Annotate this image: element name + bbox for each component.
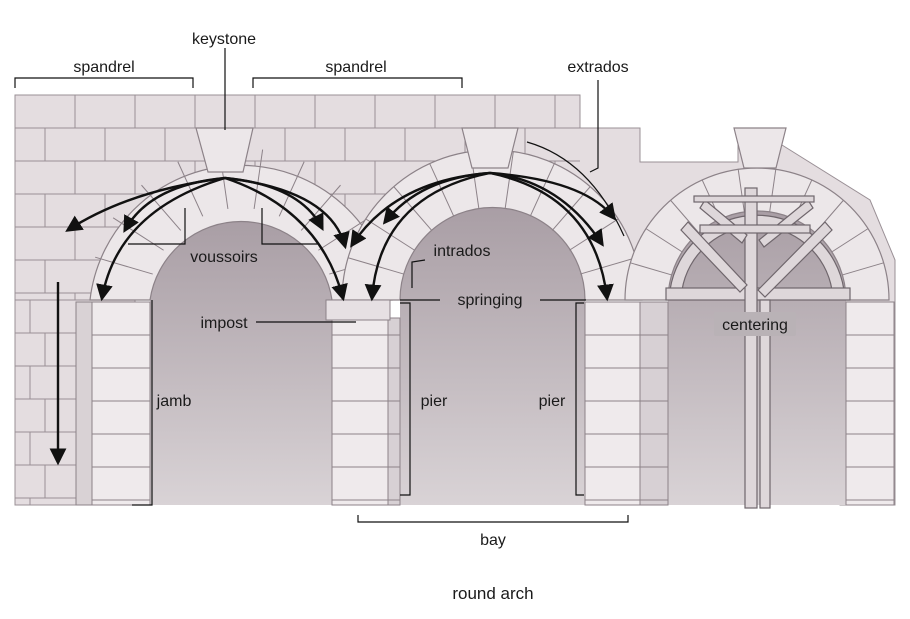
centering-label-box <box>714 312 796 336</box>
label-extrados: extrados <box>567 59 628 76</box>
label-impost: impost <box>200 315 248 332</box>
leader-lines <box>14 48 629 523</box>
diagram-caption: round arch <box>452 584 533 603</box>
arch-opening-middle <box>400 207 585 505</box>
arch-opening-left <box>150 221 332 505</box>
label-springing: springing <box>458 292 523 309</box>
label-centering: centering <box>722 317 788 334</box>
keystone-left <box>195 127 254 173</box>
keystone-right <box>733 127 787 169</box>
label-intrados: intrados <box>434 243 491 260</box>
label-pier-left: pier <box>421 393 448 410</box>
thrust-arrows <box>49 171 617 466</box>
right-pier <box>584 301 669 506</box>
left-jamb <box>75 301 151 506</box>
label-jamb: jamb <box>156 393 192 410</box>
label-pier-right: pier <box>539 393 566 410</box>
left-pier <box>325 299 401 506</box>
label-keystone: keystone <box>192 31 256 48</box>
label-voussoirs: voussoirs <box>190 249 258 266</box>
label-spandrel-left: spandrel <box>73 59 134 76</box>
centering-frame <box>665 187 851 509</box>
right-jamb <box>845 301 895 506</box>
label-spandrel-middle: spandrel <box>325 59 386 76</box>
label-bay: bay <box>480 532 506 549</box>
keystone-middle <box>461 127 519 169</box>
